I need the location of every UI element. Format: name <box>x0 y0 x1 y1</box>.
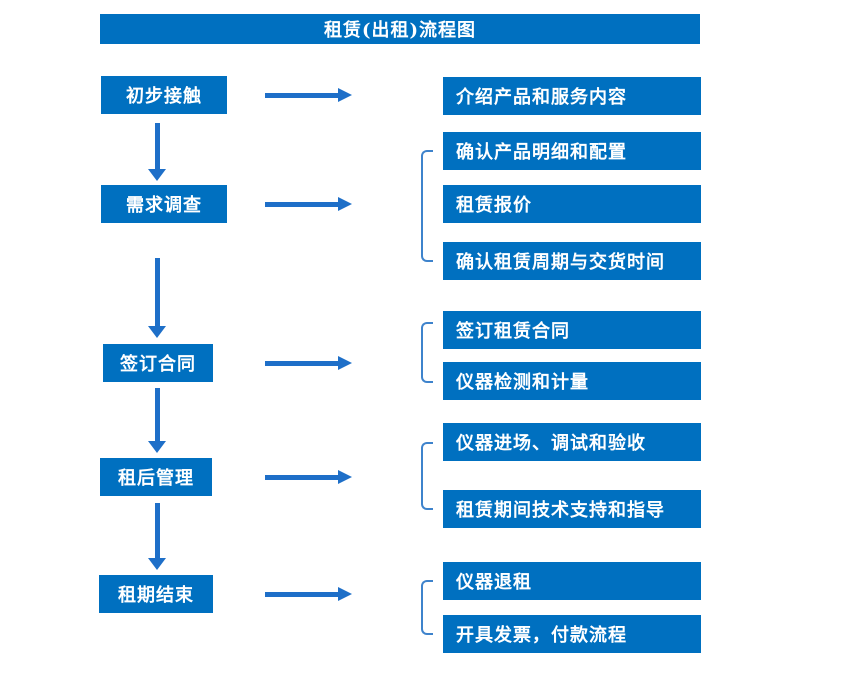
right-arrow-shaft <box>265 592 339 597</box>
right-arrow-icon <box>265 197 352 211</box>
down-arrow-shaft <box>154 258 160 327</box>
group-bracket <box>421 580 433 635</box>
right-arrow-shaft <box>265 202 339 207</box>
right-arrow-head <box>338 88 352 102</box>
step-box-sign-contract: 签订合同 <box>103 344 213 382</box>
down-arrow-head <box>148 326 166 338</box>
output-box: 仪器检测和计量 <box>443 362 701 400</box>
right-arrow-icon <box>265 470 352 484</box>
step-box-rental-end: 租期结束 <box>99 575 213 613</box>
output-box: 仪器进场、调试和验收 <box>443 423 701 461</box>
down-arrow-shaft <box>154 388 160 442</box>
right-arrow-head <box>338 197 352 211</box>
step-box-demand-survey: 需求调查 <box>101 185 227 223</box>
right-arrow-icon <box>265 356 352 370</box>
right-arrow-head <box>338 587 352 601</box>
down-arrow-shaft <box>154 123 160 170</box>
group-bracket <box>421 442 433 510</box>
diagram-title: 租赁(出租)流程图 <box>100 14 700 44</box>
right-arrow-icon <box>265 88 352 102</box>
step-box-initial-contact: 初步接触 <box>101 76 227 114</box>
right-arrow-head <box>338 356 352 370</box>
down-arrow-head <box>148 441 166 453</box>
right-arrow-shaft <box>265 361 339 366</box>
down-arrow-icon <box>148 503 166 570</box>
right-arrow-shaft <box>265 93 339 98</box>
down-arrow-icon <box>148 388 166 453</box>
group-bracket <box>421 322 433 383</box>
right-arrow-head <box>338 470 352 484</box>
step-box-post-rental-management: 租后管理 <box>100 458 212 496</box>
down-arrow-icon <box>148 123 166 181</box>
output-box: 确认租赁周期与交货时间 <box>443 242 701 280</box>
down-arrow-head <box>148 169 166 181</box>
output-box: 租赁报价 <box>443 185 701 223</box>
output-box: 租赁期间技术支持和指导 <box>443 490 701 528</box>
down-arrow-head <box>148 558 166 570</box>
group-bracket <box>421 150 433 262</box>
output-box: 介绍产品和服务内容 <box>443 77 701 115</box>
down-arrow-icon <box>148 258 166 338</box>
output-box: 确认产品明细和配置 <box>443 132 701 170</box>
output-box: 仪器退租 <box>443 562 701 600</box>
right-arrow-icon <box>265 587 352 601</box>
down-arrow-shaft <box>154 503 160 559</box>
output-box: 签订租赁合同 <box>443 311 701 349</box>
output-box: 开具发票，付款流程 <box>443 615 701 653</box>
right-arrow-shaft <box>265 475 339 480</box>
